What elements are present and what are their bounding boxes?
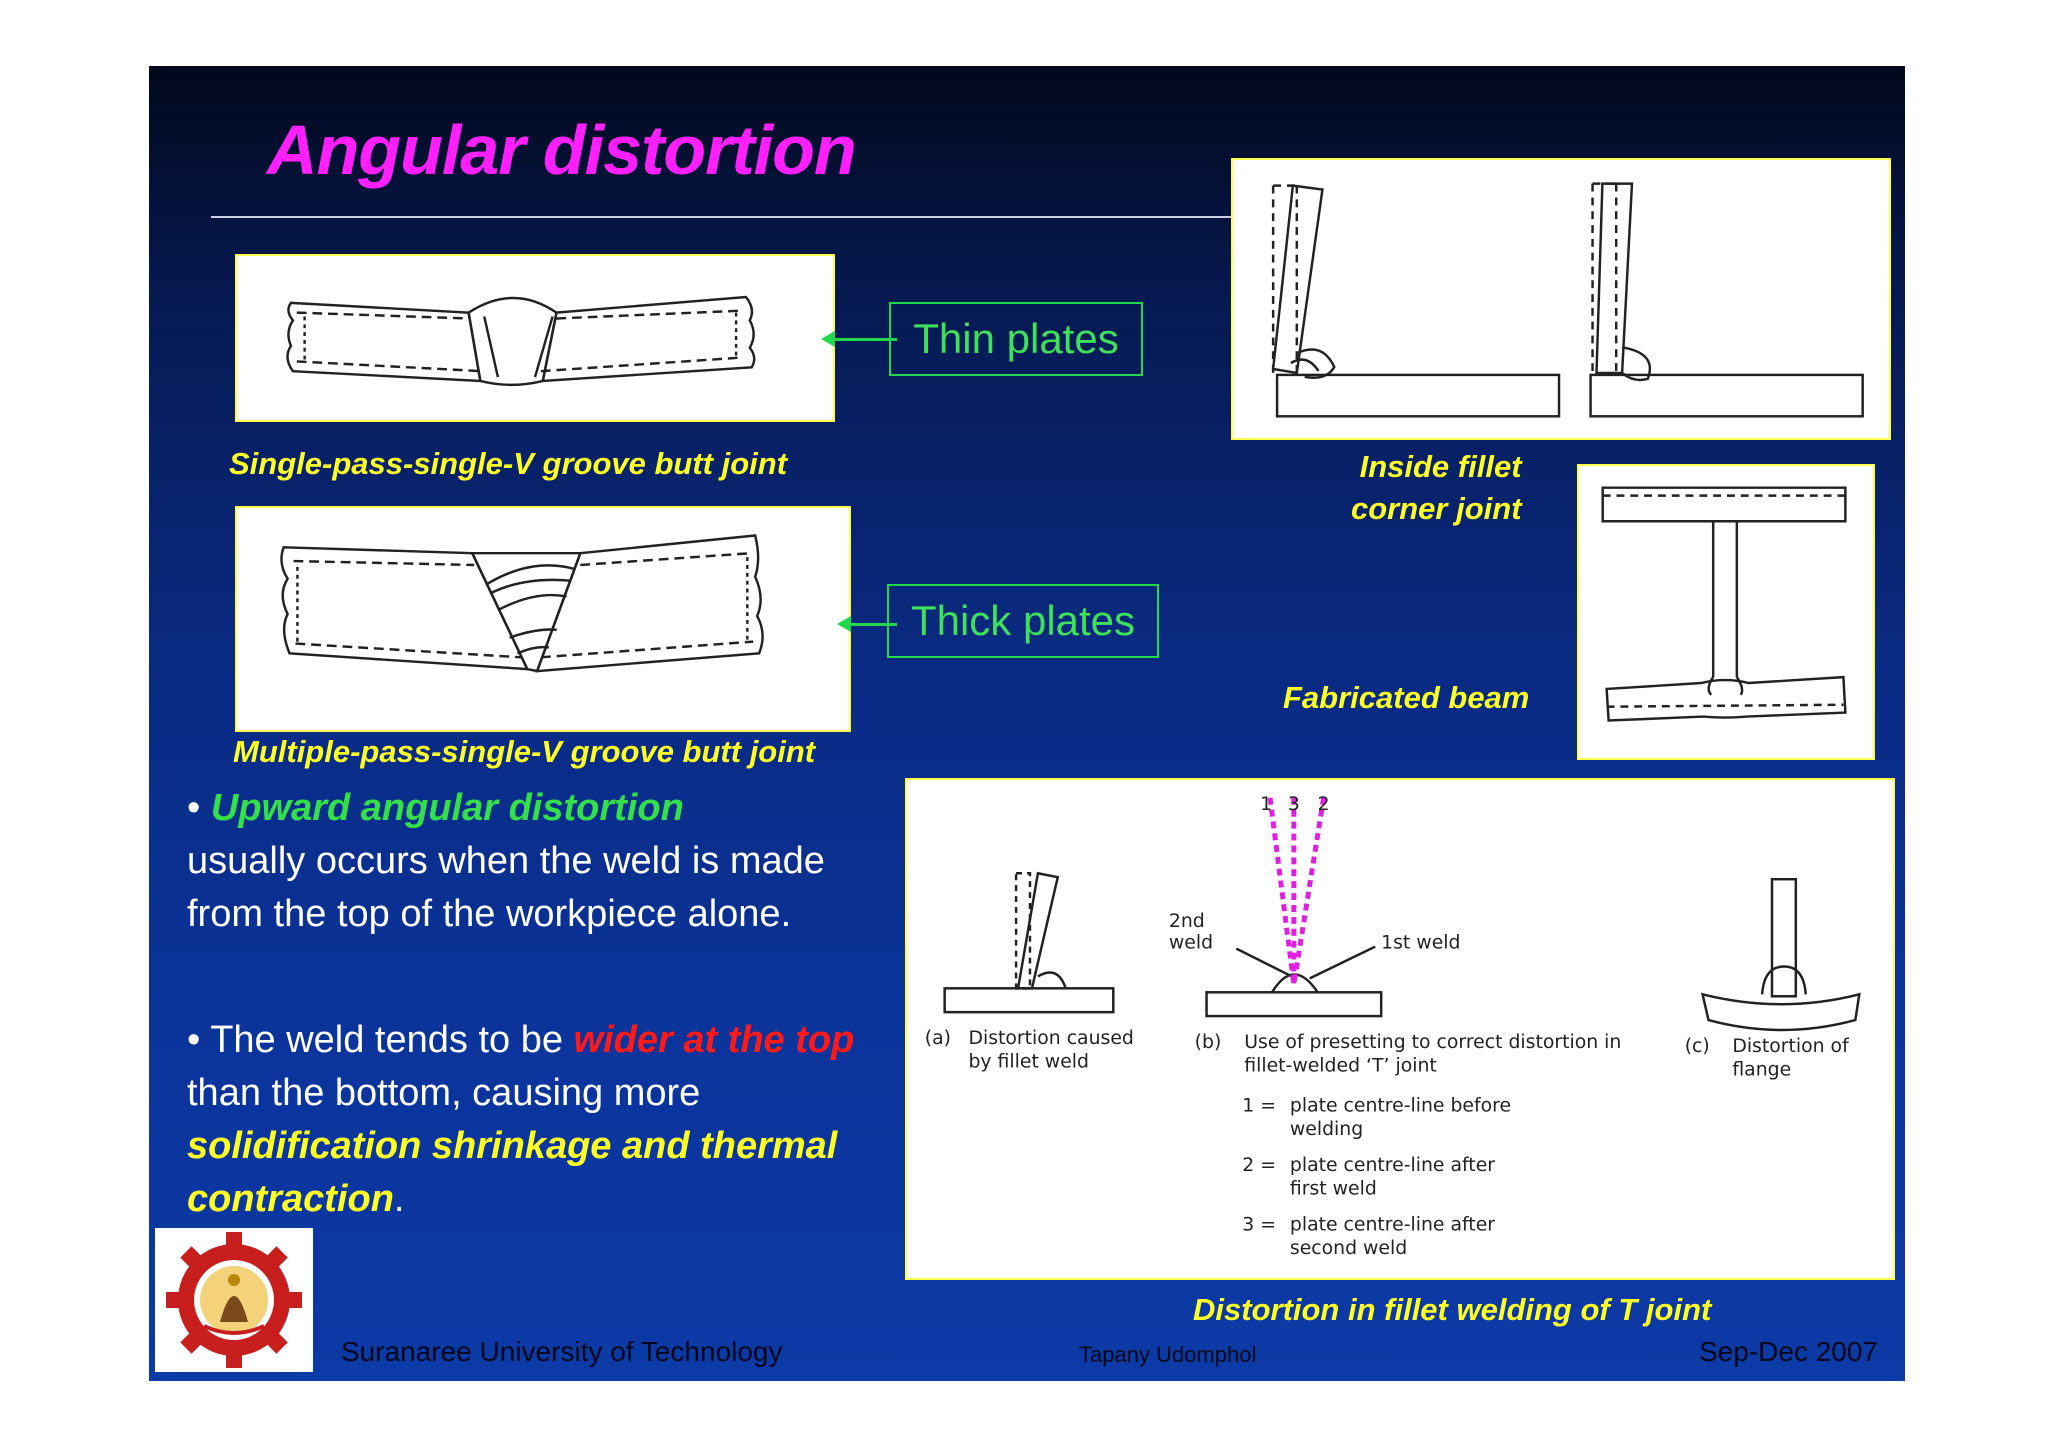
thick-plates-arrow: [837, 616, 897, 632]
centre-line-3-label: 3: [1288, 794, 1300, 815]
thick-plate-figure: [235, 506, 851, 732]
label-c-letter: (c): [1685, 1036, 1710, 1057]
fabricated-beam-drawing: [1601, 486, 1847, 722]
gear-logo-icon: [166, 1232, 302, 1368]
multi-pass-joint-drawing: [280, 534, 764, 673]
second-weld-label-2: weld: [1169, 933, 1213, 954]
bullet-1: • Upward angular distortion usually occu…: [187, 782, 887, 941]
university-logo: [155, 1228, 313, 1372]
legend-1-num: 1 =: [1242, 1095, 1276, 1116]
legend-1-text-1: plate centre-line before: [1290, 1095, 1511, 1116]
inside-fillet-caption-line2: corner joint: [1351, 491, 1522, 526]
fabricated-beam-caption: Fabricated beam: [1283, 680, 1530, 715]
legend-2-text-2: first weld: [1290, 1179, 1377, 1200]
bullet-1-emphasis: Upward angular distortion: [210, 787, 684, 829]
t-joint-drawing: 1 3 2 2nd weld 1st weld (a) Distortion c…: [925, 794, 1861, 1259]
inside-fillet-caption: Inside fillet corner joint: [1351, 446, 1522, 530]
centre-lines: [1267, 797, 1327, 985]
legend-2-text-1: plate centre-line after: [1290, 1155, 1495, 1176]
multi-pass-caption: Multiple-pass-single-V groove butt joint: [233, 734, 816, 769]
bullet-2-text-end: .: [393, 1178, 405, 1220]
single-pass-caption: Single-pass-single-V groove butt joint: [229, 446, 788, 481]
inside-fillet-figure: [1231, 158, 1891, 440]
t-joint-caption: Distortion in fillet welding of T joint: [1193, 1292, 1712, 1327]
label-a-text-1: Distortion caused: [968, 1028, 1133, 1049]
label-b-letter: (b): [1195, 1032, 1222, 1053]
label-a-letter: (a): [925, 1028, 951, 1049]
title-underline: [211, 216, 1241, 218]
centre-line-1-label: 1: [1260, 794, 1272, 815]
slide: Angular distortion Thin plates Single-pa…: [149, 66, 1905, 1381]
legend-2-num: 2 =: [1242, 1155, 1276, 1176]
label-b-text-2: fillet-welded ‘T’ joint: [1244, 1056, 1437, 1077]
inside-fillet-caption-line1: Inside fillet: [1359, 449, 1522, 484]
label-b-text-1: Use of presetting to correct distortion …: [1244, 1032, 1621, 1053]
single-pass-joint-drawing: [286, 295, 756, 387]
bullet-1-marker: •: [187, 787, 211, 829]
centre-line-2-label: 2: [1318, 794, 1330, 815]
inside-fillet-drawing: [1271, 182, 1864, 418]
bullet-2-marker: •: [187, 1019, 211, 1061]
first-weld-label: 1st weld: [1381, 933, 1460, 954]
legend-1-text-2: welding: [1290, 1119, 1363, 1140]
thick-plates-tag: Thick plates: [887, 584, 1159, 658]
bullet-2-red-emphasis: wider at the top: [573, 1019, 855, 1061]
slide-title: Angular distortion: [267, 111, 857, 189]
thin-plates-arrow: [821, 331, 897, 347]
bullet-2-text-mid: than the bottom, causing more: [187, 1072, 701, 1114]
footer-author: Tapany Udomphol: [1079, 1342, 1257, 1367]
footer-university: Suranaree University of Technology: [341, 1336, 783, 1367]
label-a-text-2: by fillet weld: [968, 1052, 1089, 1073]
thin-plates-tag: Thin plates: [889, 302, 1143, 376]
footer-date: Sep-Dec 2007: [1699, 1336, 1879, 1367]
bullet-1-text: usually occurs when the weld is made fro…: [187, 840, 825, 935]
bullet-2: • The weld tends to be wider at the top …: [187, 1014, 887, 1226]
second-weld-label-1: 2nd: [1169, 911, 1205, 932]
fabricated-beam-figure: [1577, 464, 1875, 760]
t-joint-figure: 1 3 2 2nd weld 1st weld (a) Distortion c…: [905, 778, 1895, 1280]
legend-3-text-2: second weld: [1290, 1238, 1407, 1259]
thin-plate-figure: [235, 254, 835, 422]
bullet-2-text-pre: The weld tends to be: [210, 1019, 574, 1061]
legend-3-num: 3 =: [1242, 1214, 1276, 1235]
bullet-2-yellow-emphasis: solidification shrinkage and thermal con…: [187, 1125, 838, 1220]
label-c-text-1: Distortion of: [1732, 1036, 1849, 1057]
legend-3-text-1: plate centre-line after: [1290, 1214, 1495, 1235]
label-c-text-2: flange: [1732, 1060, 1791, 1081]
